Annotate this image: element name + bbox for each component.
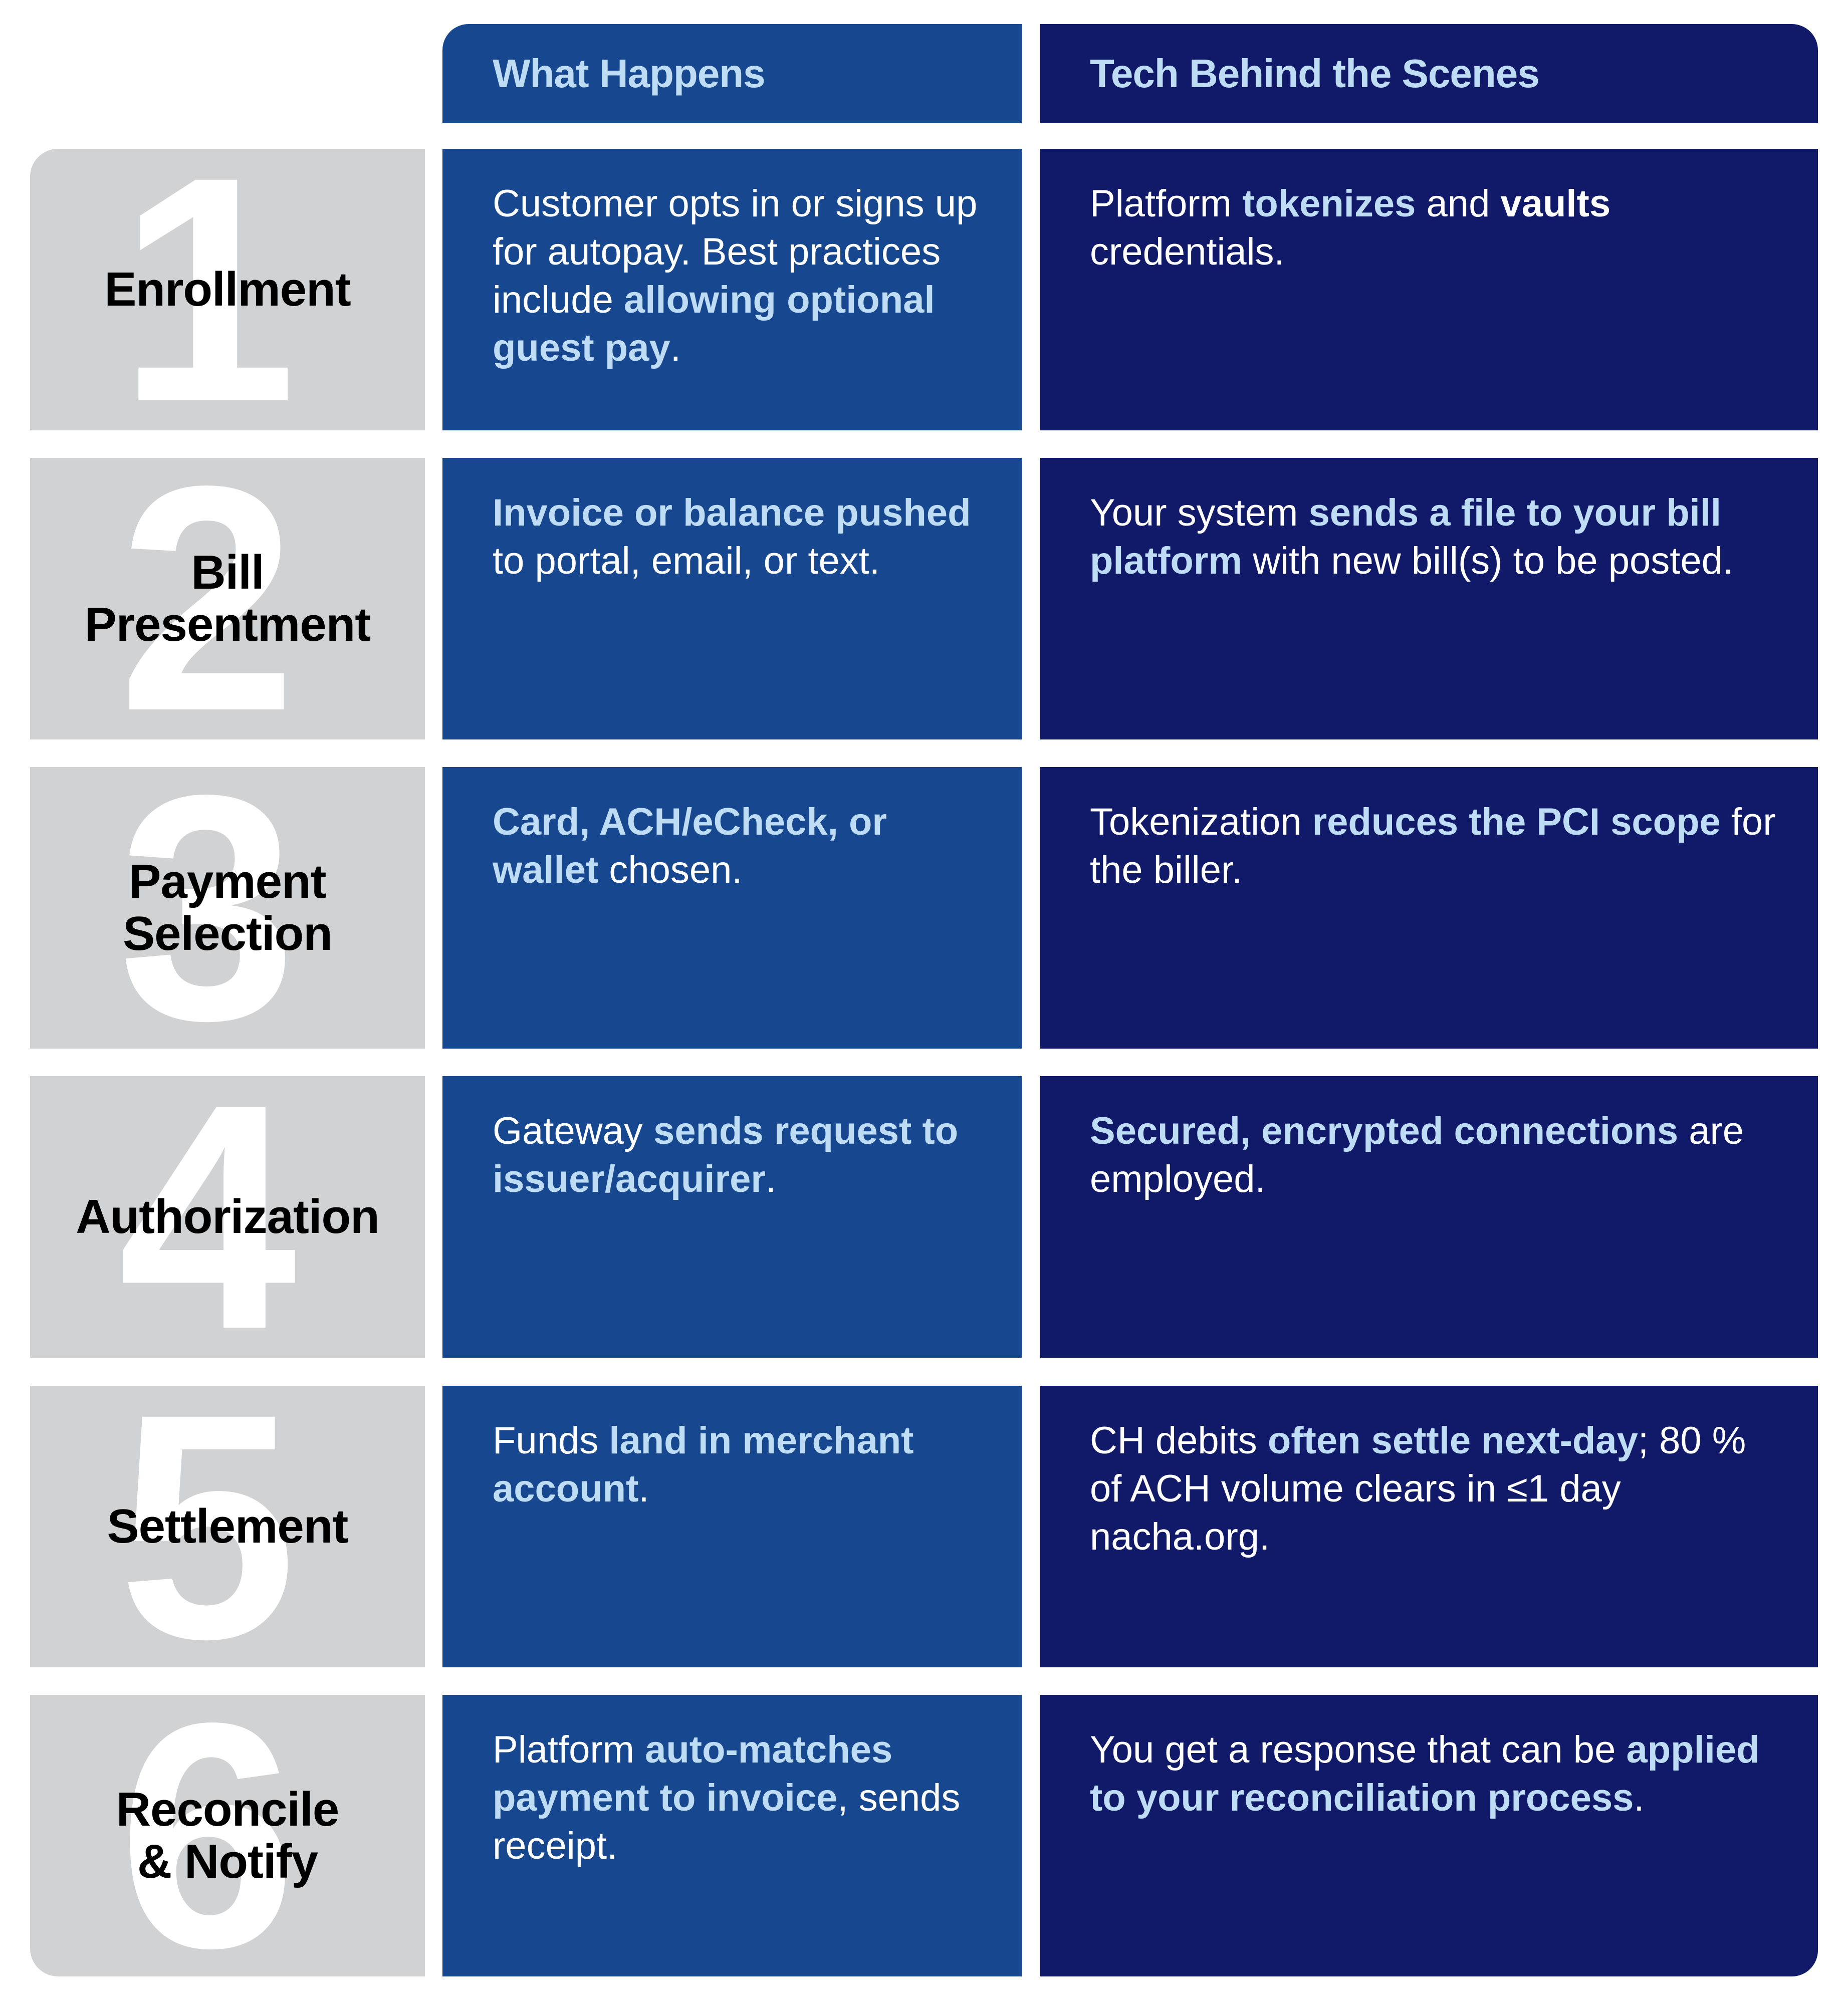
what-happens-cell: Customer opts in or signs up for autopay… — [442, 149, 1022, 430]
tech-behind-cell: You get a response that can be applied t… — [1040, 1695, 1818, 1976]
tech-behind-cell: Secured, encrypted connections are emplo… — [1040, 1076, 1818, 1358]
tech-behind-cell-text: Tokenization reduces the PCI scope for t… — [1090, 798, 1788, 894]
what-happens-cell-text: Card, ACH/eCheck, or wallet chosen. — [493, 798, 992, 894]
text-segment: Gateway — [493, 1110, 654, 1152]
text-segment: Platform — [493, 1728, 645, 1771]
text-segment: and — [1416, 182, 1501, 225]
emphasis-segment: sends request to issuer/acquirer — [493, 1110, 959, 1200]
text-segment: ; 80 % of ACH volume clears in ≤1 day na… — [1090, 1419, 1746, 1558]
tech-behind-cell-text: You get a response that can be applied t… — [1090, 1726, 1788, 1822]
what-happens-cell: Funds land in merchant account. — [442, 1386, 1022, 1667]
text-segment: with new bill(s) to be posted. — [1242, 540, 1734, 582]
step-label-line: & Notify — [137, 1835, 318, 1888]
emphasis-segment: tokenizes — [1242, 182, 1416, 225]
emphasis-segment: allowing optional guest pay — [493, 279, 935, 369]
header-tech-label: Tech Behind the Scenes — [1090, 51, 1540, 96]
text-segment: chosen. — [598, 849, 743, 891]
text-segment: for the biller. — [1090, 801, 1776, 891]
step-label: Authorization — [76, 1190, 380, 1243]
step-label-line: Reconcile — [116, 1783, 340, 1836]
step-label: Reconcile& Notify — [116, 1783, 340, 1888]
step-label: Enrollment — [104, 263, 351, 316]
emphasis-segment: often settle next-day — [1267, 1419, 1638, 1462]
what-happens-cell: Card, ACH/eCheck, or wallet chosen. — [442, 767, 1022, 1049]
tech-behind-cell-text: Secured, encrypted connections are emplo… — [1090, 1107, 1788, 1203]
tech-behind-cell: Tokenization reduces the PCI scope for t… — [1040, 767, 1818, 1049]
text-segment: Funds — [493, 1419, 609, 1462]
text-segment: CH debits — [1090, 1419, 1268, 1462]
emphasis-segment: applied to your reconciliation process — [1090, 1728, 1760, 1819]
what-happens-cell-text: Invoice or balance pushed to portal, ema… — [493, 489, 992, 585]
text-segment: Customer opts in or signs up for autopay… — [493, 182, 978, 321]
tech-behind-cell-text: Your system sends a file to your bill pl… — [1090, 489, 1788, 585]
text-segment: to portal, email, or text. — [493, 540, 880, 582]
what-happens-cell-text: Funds land in merchant account. — [493, 1417, 992, 1513]
what-happens-cell-text: Customer opts in or signs up for autopay… — [493, 180, 992, 372]
text-segment: . — [638, 1467, 649, 1510]
text-segment: Tokenization — [1090, 801, 1312, 843]
step-label-line: Presentment — [84, 598, 371, 651]
tech-behind-cell: Platform tokenizes and vaults credential… — [1040, 149, 1818, 430]
what-happens-cell: Invoice or balance pushed to portal, ema… — [442, 458, 1022, 739]
step-label-line: Enrollment — [104, 263, 351, 316]
what-happens-cell: Platform auto-matches payment to invoice… — [442, 1695, 1022, 1976]
text-segment: . — [765, 1158, 777, 1200]
step-number: 5 — [118, 1386, 297, 1667]
emphasis-segment: Secured, encrypted connections — [1090, 1110, 1679, 1152]
tech-behind-cell: CH debits often settle next-day; 80 % of… — [1040, 1386, 1818, 1667]
emphasis-segment: auto-matches payment to invoice — [493, 1728, 893, 1819]
text-segment: . — [670, 327, 681, 369]
what-happens-cell-text: Platform auto-matches payment to invoice… — [493, 1726, 992, 1870]
text-segment: credentials. — [1090, 230, 1285, 273]
step-label-line: Payment — [129, 855, 326, 908]
emphasis-segment: reduces the PCI scope — [1312, 801, 1721, 843]
step-label-line: Authorization — [76, 1190, 380, 1243]
step-number: 3 — [118, 767, 297, 1049]
text-segment: are employed. — [1090, 1110, 1744, 1200]
step-number: 6 — [118, 1695, 297, 1976]
tech-behind-cell-text: Platform tokenizes and vaults credential… — [1090, 180, 1788, 276]
step-number: 4 — [118, 1076, 297, 1358]
header-what-happens: What Happens — [442, 24, 1022, 123]
step-label-line: Bill — [191, 546, 264, 599]
emphasis-segment: land in merchant account — [493, 1419, 914, 1510]
text-segment: . — [1634, 1777, 1645, 1819]
emphasis-segment: vaults — [1500, 182, 1611, 225]
text-segment: Platform — [1090, 182, 1243, 225]
step-label-line: Settlement — [107, 1499, 349, 1553]
tech-behind-cell-text: CH debits often settle next-day; 80 % of… — [1090, 1417, 1788, 1561]
text-segment: Your system — [1090, 491, 1309, 534]
text-segment: You get a response that can be — [1090, 1728, 1627, 1771]
emphasis-segment: Card, ACH/eCheck, or wallet — [493, 801, 887, 891]
header-tech-behind-scenes: Tech Behind the Scenes — [1040, 24, 1818, 123]
emphasis-segment: Invoice or balance pushed — [493, 491, 971, 534]
what-happens-cell-text: Gateway sends request to issuer/acquirer… — [493, 1107, 992, 1203]
step-number: 1 — [118, 149, 297, 430]
emphasis-segment: sends a file to your bill platform — [1090, 491, 1721, 582]
what-happens-cell: Gateway sends request to issuer/acquirer… — [442, 1076, 1022, 1358]
text-segment: , sends receipt. — [493, 1777, 961, 1867]
step-label: Settlement — [107, 1499, 349, 1553]
header-what-happens-label: What Happens — [493, 51, 766, 96]
step-number: 2 — [118, 458, 297, 739]
tech-behind-cell: Your system sends a file to your bill pl… — [1040, 458, 1818, 739]
step-label-line: Selection — [123, 907, 333, 960]
